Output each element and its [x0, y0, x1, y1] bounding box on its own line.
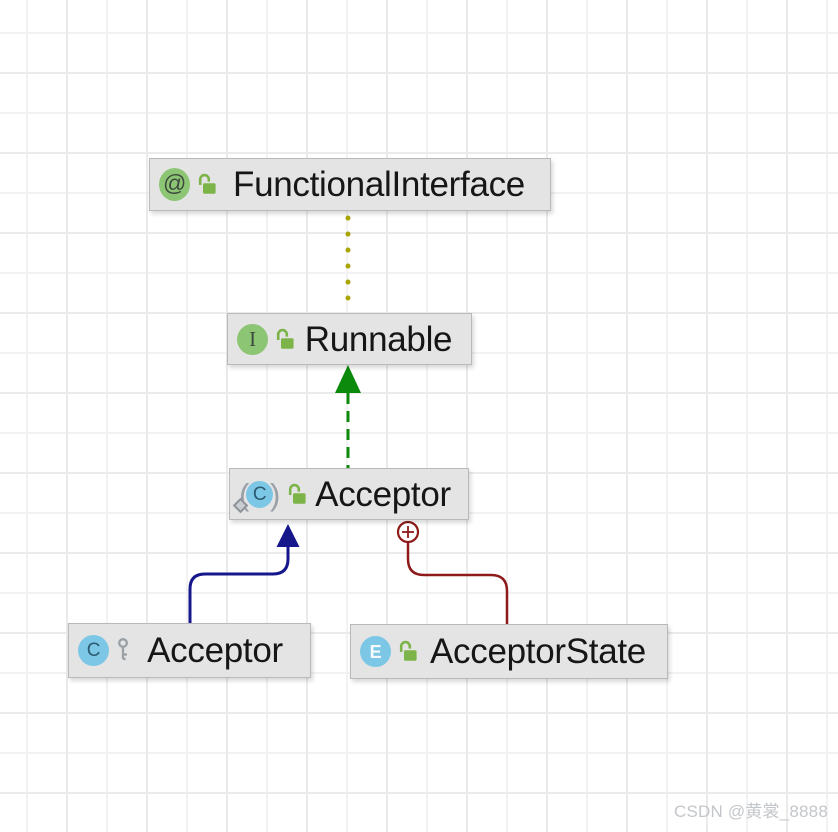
extends-edge[interactable]	[188, 546, 290, 624]
implements-arrowhead-icon	[335, 365, 361, 393]
inner-class-edge[interactable]	[406, 542, 509, 624]
class-node-acceptor-child[interactable]: C Acceptor	[68, 623, 311, 678]
class-name-label: AcceptorState	[430, 632, 646, 671]
csdn-watermark: CSDN @黄裳_8888	[673, 802, 828, 821]
class-name-label: FunctionalInterface	[233, 165, 525, 204]
extends-arrowhead-icon	[276, 524, 300, 547]
open-lock-icon	[198, 173, 216, 194]
class-node-acceptorstate[interactable]: E AcceptorState	[350, 624, 668, 679]
class-name-label: Runnable	[304, 319, 453, 359]
annotation-icon: @	[159, 168, 190, 201]
class-node-functionalinterface[interactable]: @ FunctionalInterface	[149, 158, 551, 211]
class-node-runnable[interactable]: I Runnable	[227, 313, 472, 365]
paren-close-icon	[270, 479, 280, 510]
class-icon: C	[246, 480, 274, 508]
key-icon	[118, 638, 128, 661]
interface-icon: I	[237, 323, 268, 355]
class-name-label: Acceptor	[147, 631, 283, 670]
open-lock-icon	[399, 640, 417, 661]
class-node-acceptor-main[interactable]: C Acceptor	[229, 468, 469, 520]
open-lock-icon	[276, 328, 294, 349]
open-lock-icon	[288, 483, 306, 504]
class-name-label: Acceptor	[315, 474, 451, 514]
class-icon: C	[78, 635, 109, 666]
enum-icon: E	[360, 636, 391, 667]
anonymous-class-icon: C	[232, 474, 280, 514]
